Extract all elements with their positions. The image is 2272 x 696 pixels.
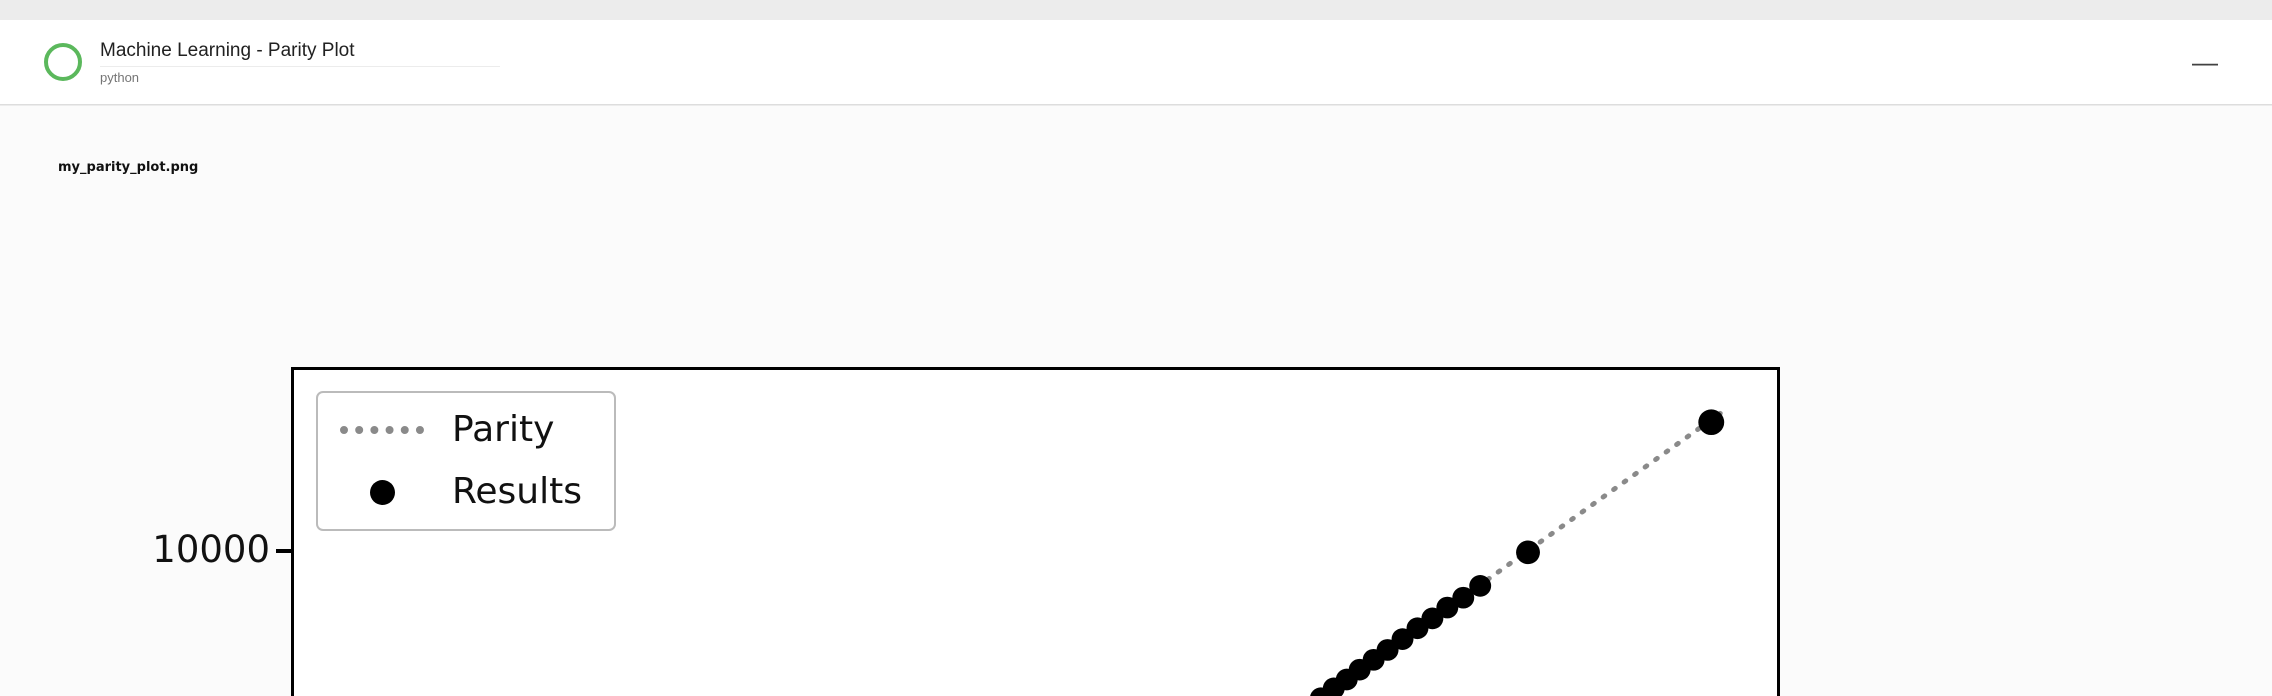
dot-marker-icon — [369, 479, 395, 505]
title-block: Machine Learning - Parity Plot python — [100, 39, 500, 85]
output-filename: my_parity_plot.png — [58, 160, 199, 175]
status-ring-icon — [44, 43, 82, 81]
legend-label-parity: Parity — [452, 409, 555, 450]
dotted-line-icon — [340, 426, 424, 434]
legend-label-results: Results — [452, 471, 582, 512]
y-axis-tick-mark — [276, 549, 291, 553]
window-title: Machine Learning - Parity Plot — [100, 39, 500, 67]
top-strip — [0, 0, 2272, 20]
legend-row-results: Results — [340, 469, 592, 515]
parity-line-swatch — [340, 426, 424, 434]
parity-plot-area: Parity Results — [291, 367, 1780, 696]
window-subtitle: python — [100, 70, 140, 85]
window-header: Machine Learning - Parity Plot python — — [0, 20, 2272, 105]
chart-legend: Parity Results — [316, 391, 616, 531]
scatter-plot-svg — [1310, 409, 1725, 696]
minimize-button[interactable]: — — [2182, 43, 2228, 81]
legend-row-parity: Parity — [340, 407, 592, 453]
y-axis-tick-label: 10000 — [152, 528, 270, 571]
results-dot-swatch — [340, 479, 424, 505]
